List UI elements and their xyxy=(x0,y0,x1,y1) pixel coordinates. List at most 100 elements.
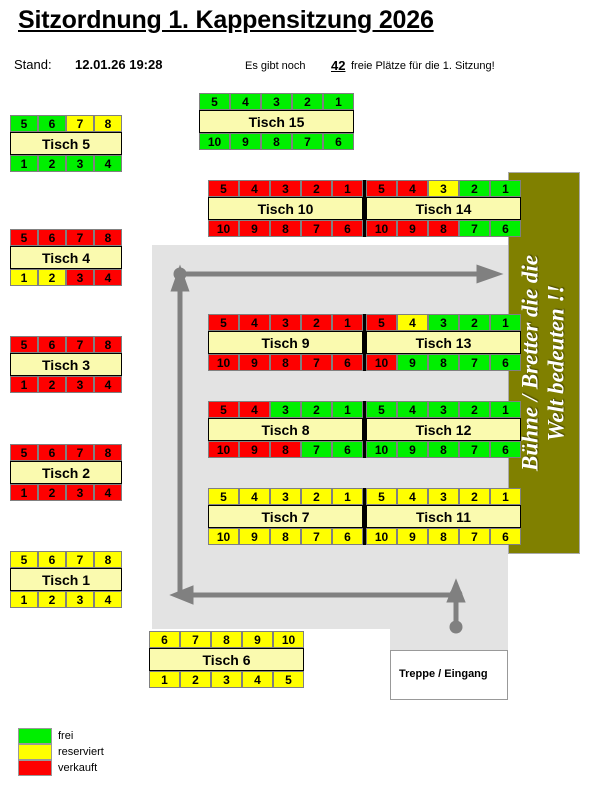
seat-8[interactable]: 8 xyxy=(261,133,292,150)
seat-6[interactable]: 6 xyxy=(332,354,363,371)
seat-7[interactable]: 7 xyxy=(301,220,332,237)
seat-8[interactable]: 8 xyxy=(94,229,122,246)
seat-1[interactable]: 1 xyxy=(149,671,180,688)
seat-3[interactable]: 3 xyxy=(66,591,94,608)
seat-9[interactable]: 9 xyxy=(239,441,270,458)
seat-8[interactable]: 8 xyxy=(211,631,242,648)
seat-1[interactable]: 1 xyxy=(323,93,354,110)
seat-4[interactable]: 4 xyxy=(397,180,428,197)
seat-2[interactable]: 2 xyxy=(38,591,66,608)
seat-2[interactable]: 2 xyxy=(180,671,211,688)
seat-3[interactable]: 3 xyxy=(66,155,94,172)
seat-7[interactable]: 7 xyxy=(66,229,94,246)
seat-1[interactable]: 1 xyxy=(10,376,38,393)
seat-3[interactable]: 3 xyxy=(270,180,301,197)
seat-2[interactable]: 2 xyxy=(38,269,66,286)
seat-3[interactable]: 3 xyxy=(270,488,301,505)
seat-9[interactable]: 9 xyxy=(242,631,273,648)
seat-1[interactable]: 1 xyxy=(490,401,521,418)
seat-5[interactable]: 5 xyxy=(10,551,38,568)
seat-10[interactable]: 10 xyxy=(208,220,239,237)
seat-8[interactable]: 8 xyxy=(94,444,122,461)
seat-6[interactable]: 6 xyxy=(490,354,521,371)
seat-9[interactable]: 9 xyxy=(239,528,270,545)
seat-9[interactable]: 9 xyxy=(397,354,428,371)
seat-6[interactable]: 6 xyxy=(490,441,521,458)
seat-4[interactable]: 4 xyxy=(239,180,270,197)
seat-8[interactable]: 8 xyxy=(94,336,122,353)
seat-9[interactable]: 9 xyxy=(230,133,261,150)
seat-2[interactable]: 2 xyxy=(292,93,323,110)
seat-2[interactable]: 2 xyxy=(301,180,332,197)
seat-3[interactable]: 3 xyxy=(428,488,459,505)
seat-8[interactable]: 8 xyxy=(428,441,459,458)
seat-1[interactable]: 1 xyxy=(10,155,38,172)
seat-6[interactable]: 6 xyxy=(332,441,363,458)
seat-6[interactable]: 6 xyxy=(332,220,363,237)
seat-1[interactable]: 1 xyxy=(10,484,38,501)
seat-5[interactable]: 5 xyxy=(208,314,239,331)
seat-4[interactable]: 4 xyxy=(397,401,428,418)
seat-10[interactable]: 10 xyxy=(273,631,304,648)
seat-4[interactable]: 4 xyxy=(94,269,122,286)
seat-3[interactable]: 3 xyxy=(428,401,459,418)
seat-4[interactable]: 4 xyxy=(239,314,270,331)
seat-4[interactable]: 4 xyxy=(242,671,273,688)
seat-10[interactable]: 10 xyxy=(366,220,397,237)
seat-2[interactable]: 2 xyxy=(38,155,66,172)
seat-9[interactable]: 9 xyxy=(397,441,428,458)
seat-3[interactable]: 3 xyxy=(66,484,94,501)
seat-2[interactable]: 2 xyxy=(459,314,490,331)
seat-7[interactable]: 7 xyxy=(66,551,94,568)
seat-1[interactable]: 1 xyxy=(490,314,521,331)
seat-5[interactable]: 5 xyxy=(10,444,38,461)
seat-3[interactable]: 3 xyxy=(428,180,459,197)
seat-10[interactable]: 10 xyxy=(208,441,239,458)
seat-4[interactable]: 4 xyxy=(239,401,270,418)
seat-10[interactable]: 10 xyxy=(199,133,230,150)
seat-7[interactable]: 7 xyxy=(301,354,332,371)
seat-5[interactable]: 5 xyxy=(10,229,38,246)
seat-7[interactable]: 7 xyxy=(66,336,94,353)
seat-7[interactable]: 7 xyxy=(301,441,332,458)
seat-9[interactable]: 9 xyxy=(239,354,270,371)
seat-4[interactable]: 4 xyxy=(94,484,122,501)
seat-3[interactable]: 3 xyxy=(270,314,301,331)
seat-7[interactable]: 7 xyxy=(459,528,490,545)
seat-6[interactable]: 6 xyxy=(38,336,66,353)
seat-6[interactable]: 6 xyxy=(490,528,521,545)
seat-4[interactable]: 4 xyxy=(397,488,428,505)
seat-5[interactable]: 5 xyxy=(10,336,38,353)
seat-3[interactable]: 3 xyxy=(211,671,242,688)
seat-1[interactable]: 1 xyxy=(10,591,38,608)
seat-7[interactable]: 7 xyxy=(459,441,490,458)
seat-1[interactable]: 1 xyxy=(332,401,363,418)
seat-7[interactable]: 7 xyxy=(180,631,211,648)
seat-7[interactable]: 7 xyxy=(66,115,94,132)
seat-6[interactable]: 6 xyxy=(38,115,66,132)
seat-1[interactable]: 1 xyxy=(332,314,363,331)
seat-2[interactable]: 2 xyxy=(38,376,66,393)
seat-8[interactable]: 8 xyxy=(270,220,301,237)
seat-10[interactable]: 10 xyxy=(208,528,239,545)
seat-8[interactable]: 8 xyxy=(428,354,459,371)
seat-2[interactable]: 2 xyxy=(301,314,332,331)
seat-8[interactable]: 8 xyxy=(94,115,122,132)
seat-7[interactable]: 7 xyxy=(292,133,323,150)
seat-7[interactable]: 7 xyxy=(459,354,490,371)
seat-3[interactable]: 3 xyxy=(428,314,459,331)
seat-3[interactable]: 3 xyxy=(261,93,292,110)
seat-4[interactable]: 4 xyxy=(230,93,261,110)
seat-3[interactable]: 3 xyxy=(270,401,301,418)
seat-4[interactable]: 4 xyxy=(94,155,122,172)
